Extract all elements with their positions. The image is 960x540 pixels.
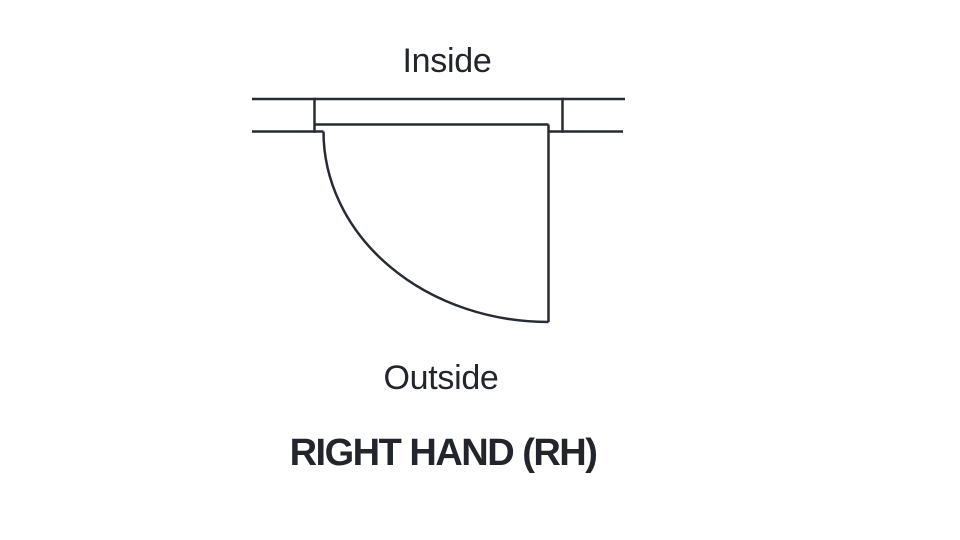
page-title: RIGHT HAND (RH) <box>289 432 598 474</box>
inside-label: Inside <box>402 42 492 80</box>
outside-label: Outside <box>383 359 499 397</box>
door-swing-arc <box>322 131 549 324</box>
